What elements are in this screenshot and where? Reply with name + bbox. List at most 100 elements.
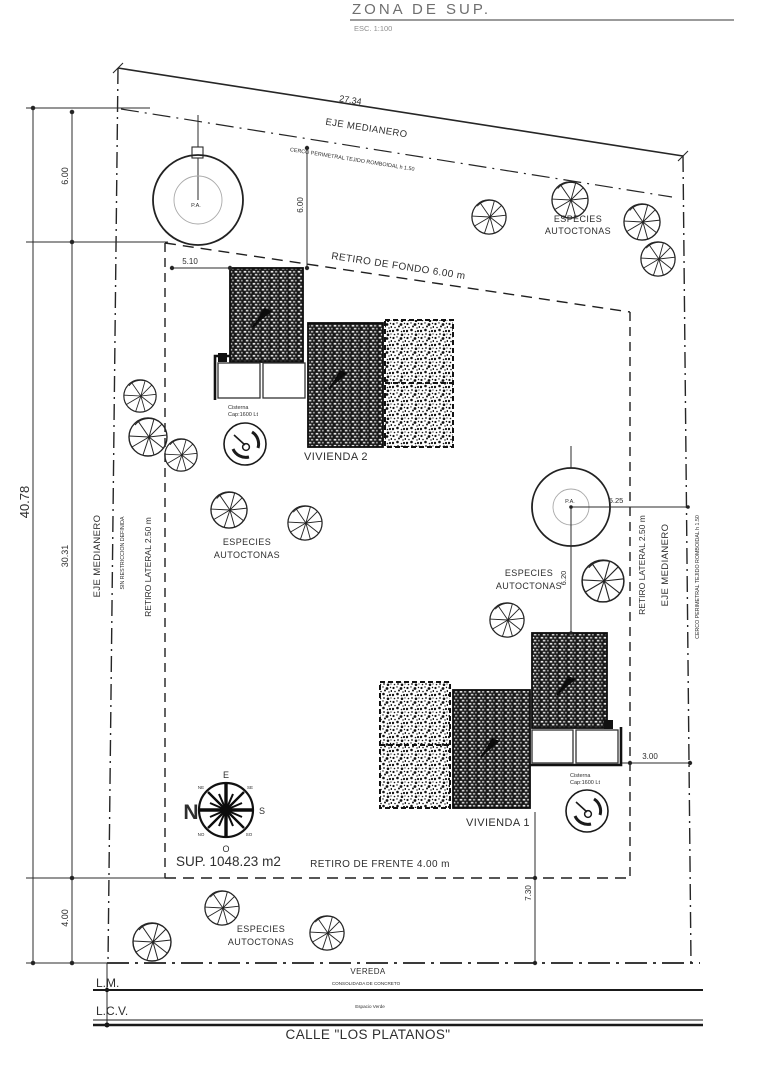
- viv1-deck-border: [530, 727, 623, 767]
- compass-ne: NE: [198, 785, 204, 790]
- compass-o: O: [222, 844, 229, 854]
- compass-n: N: [183, 801, 198, 824]
- viv1-deck-1: [531, 729, 574, 764]
- sin-restriccion-label: SIN RESTRICCION DEFINIDA: [120, 516, 126, 589]
- pa-canopy-outer: [152, 154, 244, 246]
- dim-viv1-right: 3.00: [642, 752, 658, 761]
- especies-label-midleft-2: AUTOCTONAS: [214, 550, 280, 560]
- eje-medianero-right-label: EJE MEDIANERO: [660, 524, 671, 607]
- dim-dot: [69, 960, 75, 966]
- dim-pa-down: 6.20: [559, 571, 568, 586]
- viv1-roof-main: [452, 689, 531, 809]
- tree-icon: [210, 491, 248, 529]
- dim-left-top: 6.00: [60, 167, 70, 185]
- viv2-roof-main: [307, 322, 384, 448]
- compass-rose: N E S O NE SE NO SO: [183, 770, 265, 854]
- tree-icon: [309, 915, 345, 951]
- viv2-dims: [169, 145, 310, 271]
- viv2-access-mark: [218, 353, 227, 362]
- compass-center: [222, 806, 230, 814]
- vivienda1-label: VIVIENDA 1: [466, 817, 530, 829]
- viv2-cisterna-label-1: Cisterna: [228, 405, 249, 411]
- dim-top-width: 27.34: [339, 93, 363, 106]
- especies-label-midright-2: AUTOCTONAS: [496, 581, 562, 591]
- eje-medianero-top-line: [120, 108, 673, 198]
- cerco-right-label: CERCO PERIMETRAL TEJIDO ROMBOIDAL h 1.50: [695, 515, 701, 639]
- pa-canopy-inner: [173, 175, 223, 225]
- dim-dot: [30, 105, 36, 111]
- lcv-label: L.C.V.: [96, 1004, 128, 1018]
- especies-label-topright-1: ESPECIES: [554, 214, 602, 224]
- viv1-cisterna-label-1: Cisterna: [570, 773, 591, 779]
- compass-se: SE: [247, 785, 253, 790]
- especies-label-midleft-1: ESPECIES: [223, 537, 271, 547]
- dim-dot: [686, 505, 690, 509]
- dim-dot: [304, 145, 310, 151]
- pa-marker-box: [191, 146, 204, 159]
- street-section: L.M. VEREDA CONSOLIDADA DE CONCRETO Espa…: [93, 962, 703, 1042]
- viv2-cisterna-label-2: Cap:1600 Lt: [228, 412, 258, 418]
- dim-left-bottom: 4.00: [60, 909, 70, 927]
- tree-icon: [287, 505, 323, 541]
- dim-left-mid: 30.31: [60, 545, 70, 568]
- left-dimension-chain: [26, 105, 168, 966]
- viv2-cisterna-icon: [222, 421, 268, 467]
- vereda-sub-label: CONSOLIDADA DE CONCRETO: [332, 981, 401, 986]
- viv2-deck-2: [262, 362, 306, 399]
- trees: [123, 181, 676, 962]
- superficie-label: SUP. 1048.23 m2: [176, 854, 281, 869]
- dim-viv2-setback: 6.00: [296, 197, 305, 213]
- tree-icon: [164, 438, 198, 472]
- eje-medianero-top-label: EJE MEDIANERO: [325, 117, 409, 141]
- boundary-top: [117, 67, 684, 157]
- pa-left-label: P.A.: [191, 203, 201, 209]
- viv1-dims: [532, 760, 693, 966]
- dim-frente-down: 7.30: [524, 885, 533, 901]
- retiro-fondo-line: [164, 242, 631, 313]
- vivienda-2: Cisterna Cap:1600 Lt VIVIENDA 2: [213, 267, 454, 467]
- cerco-top-label: CERCO PERIMETRAL TEJIDO ROMBOIDAL h 1.50: [290, 147, 415, 173]
- dim-dot: [69, 875, 75, 881]
- dim-dot: [627, 760, 633, 766]
- dim-dot: [687, 760, 693, 766]
- tree-icon: [623, 203, 661, 241]
- dim-dot: [69, 109, 75, 115]
- dim-viv2-width: 5.10: [182, 257, 198, 266]
- tree-icon: [551, 181, 589, 219]
- dim-pa-right: 5.25: [609, 496, 624, 505]
- page-title: ZONA DE SUP.: [352, 1, 491, 18]
- compass-e: E: [223, 770, 229, 780]
- vivienda-1: Cisterna Cap:1600 Lt VIVIENDA 1: [379, 632, 623, 834]
- viv1-deck-2: [575, 729, 619, 764]
- dim-dot: [227, 265, 233, 271]
- boundary-left-eje: [107, 67, 119, 964]
- retiro-frente-label: RETIRO DE FRENTE 4.00 m: [310, 859, 450, 870]
- dim-dot: [569, 505, 573, 509]
- dim-dot: [304, 265, 310, 271]
- title-block: ZONA DE SUP. ESC. 1:100: [350, 1, 734, 33]
- tree-icon: [123, 379, 157, 413]
- dim-dot: [69, 239, 75, 245]
- tree-icon: [204, 890, 240, 926]
- retiro-lateral-left-label: RETIRO LATERAL 2.50 m: [143, 517, 153, 617]
- especies-label-bottom-2: AUTOCTONAS: [228, 937, 294, 947]
- viv2-deck-1: [217, 362, 261, 399]
- compass-no: NO: [198, 832, 205, 837]
- tree-icon: [128, 417, 168, 457]
- especies-label-midright-1: ESPECIES: [505, 568, 553, 578]
- dim-dot: [30, 960, 36, 966]
- especies-label-topright-2: AUTOCTONAS: [545, 226, 611, 236]
- vereda-label: VEREDA: [350, 967, 386, 976]
- calle-label: CALLE "LOS PLATANOS": [286, 1027, 451, 1042]
- scale-label: ESC. 1:100: [354, 24, 392, 33]
- viv1-access-mark: [604, 720, 613, 729]
- compass-s: S: [259, 806, 265, 816]
- lot-boundary: [107, 62, 692, 964]
- viv1-cisterna-label-2: Cap:1600 Lt: [570, 780, 600, 786]
- pa-right-label: P.A.: [565, 499, 575, 505]
- tree-icon: [132, 922, 172, 962]
- dim-total-height: 40.78: [17, 486, 32, 519]
- pa-right: P.A.: [531, 446, 690, 635]
- tree-icon: [581, 559, 625, 603]
